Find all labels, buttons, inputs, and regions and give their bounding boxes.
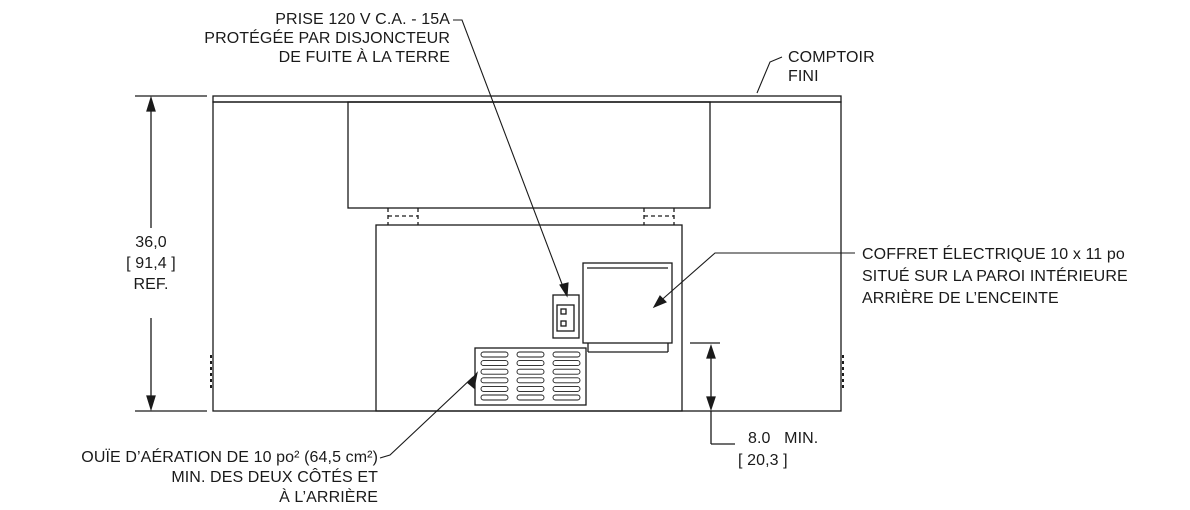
vent-slot	[480, 360, 509, 367]
vent-slot	[516, 377, 545, 384]
vent-slot	[516, 385, 545, 392]
cabinet-enclosure	[212, 101, 842, 412]
vent-slot	[552, 360, 581, 367]
vent-line-3: À L’ARRIÈRE	[279, 489, 378, 506]
vent-slot	[552, 351, 581, 358]
receptacle-line-3: DE FUITE À LA TERRE	[278, 49, 450, 66]
countertop	[212, 95, 842, 103]
vent-line-1: OUÏE D’AÉRATION DE 10 po² (64,5 cm²)	[81, 449, 378, 466]
clearance-dimension-line	[690, 342, 735, 445]
electrical-box-label: COFFRET ÉLECTRIQUE 10 x 11 po SITUÉ SUR …	[862, 244, 1128, 310]
height-dimension-line	[135, 95, 207, 412]
vent-line-2: MIN. DES DEUX CÔTÉS ET	[171, 469, 378, 486]
vent-slot	[516, 351, 545, 358]
inner-unit	[375, 224, 683, 412]
clearance-value: 8.0 MIN.	[748, 430, 819, 447]
height-value: 36,0	[135, 234, 167, 251]
vent-slot	[480, 394, 509, 401]
countertop-line-1: COMPTOIR	[788, 49, 875, 66]
clearance-metric: [ 20,3 ]	[738, 452, 788, 469]
vent-slot	[552, 368, 581, 375]
vent-slot	[516, 368, 545, 375]
electrical-box-line-3: ARRIÈRE DE L’ENCEINTE	[862, 290, 1059, 307]
vent-slot	[480, 351, 509, 358]
sink-unit	[347, 101, 711, 209]
leader-lines	[379, 19, 855, 459]
electrical-box-line-2: SITUÉ SUR LA PAROI INTÉRIEURE	[862, 268, 1128, 285]
vent-slot	[480, 377, 509, 384]
vent-slot	[480, 385, 509, 392]
vent-slot	[552, 377, 581, 384]
vent-slot	[552, 385, 581, 392]
electrical-box	[582, 262, 673, 344]
vent-slot	[552, 394, 581, 401]
support-posts	[387, 208, 675, 225]
electrical-box-line-1: COFFRET ÉLECTRIQUE 10 x 11 po	[862, 246, 1125, 263]
height-metric: [ 91,4 ]	[126, 255, 176, 272]
countertop-line-2: FINI	[788, 68, 819, 85]
receptacle-label: PRISE 120 V C.A. - 15A PROTÉGÉE PAR DISJ…	[170, 10, 450, 67]
height-ref: REF.	[133, 276, 169, 293]
receptacle-line-2: PROTÉGÉE PAR DISJONCTEUR	[204, 30, 450, 47]
countertop-label: COMPTOIR FINI	[788, 48, 875, 86]
height-dimension-label: 36,0 [ 91,4 ] REF.	[115, 232, 187, 295]
vent-slot	[516, 360, 545, 367]
vent-label: OUÏE D’AÉRATION DE 10 po² (64,5 cm²) MIN…	[6, 448, 378, 508]
vent-slot	[480, 368, 509, 375]
vent-slot	[516, 394, 545, 401]
receptacle-line-1: PRISE 120 V C.A. - 15A	[275, 11, 450, 28]
clearance-dimension-label: 8.0 MIN. [ 20,3 ]	[738, 428, 818, 472]
